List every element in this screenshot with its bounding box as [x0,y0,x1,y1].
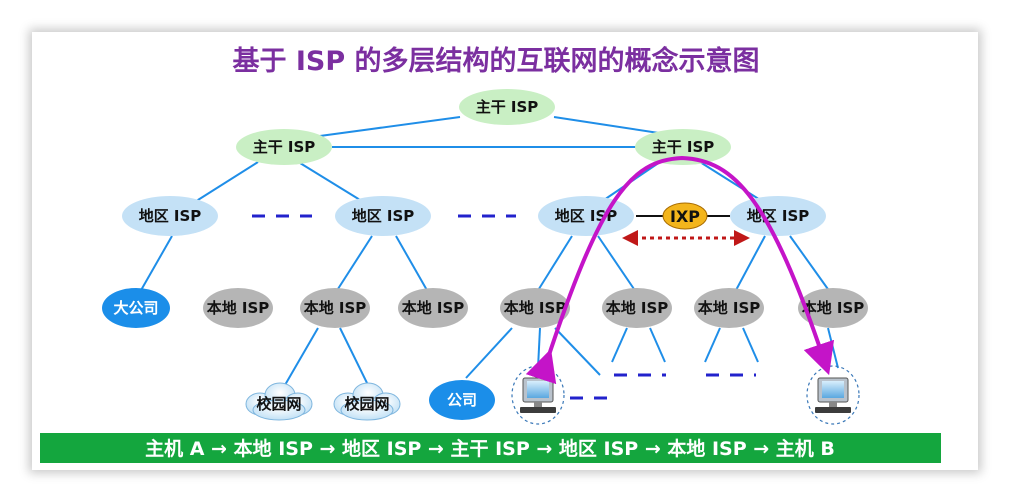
local-isp-6-label: 本地 ISP [698,299,761,317]
local-isp-4-label: 本地 ISP [504,299,567,317]
diagram-title: 基于 ISP 的多层结构的互联网的概念示意图 [232,45,759,77]
local-isp-7-label: 本地 ISP [802,299,865,317]
local-isp-1-label: 本地 ISP [207,299,270,317]
region-isp-3[interactable]: 地区 ISP [538,196,634,236]
local-isp-1[interactable]: 本地 ISP [203,288,273,328]
host-b[interactable] [806,365,860,425]
cloud-icon [333,382,401,421]
cloud-icon [245,382,313,421]
company-label: 公司 [447,391,477,409]
local-isp-2[interactable]: 本地 ISP [300,288,370,328]
backbone-isp-top-label: 主干 ISP [476,98,539,116]
campus-network-1[interactable]: 校园网 [245,382,313,421]
route-bar: 主机 A → 本地 ISP → 地区 ISP → 主干 ISP → 地区 ISP… [40,433,941,463]
ixp-label: IXP [670,207,700,226]
company-node[interactable]: 公司 [429,380,495,420]
ixp-peering-arrow [622,230,750,246]
route-arc [525,155,835,385]
local-isp-4[interactable]: 本地 ISP [500,288,570,328]
region-isp-1-label: 地区 ISP [139,207,202,225]
region-isp-4-label: 地区 ISP [747,207,810,225]
big-company-node[interactable]: 大公司 [102,288,170,328]
campus-network-1-label: 校园网 [256,395,301,413]
backbone-isp-left[interactable]: 主干 ISP [236,129,332,165]
local-isp-5-label: 本地 ISP [606,299,669,317]
backbone-isp-right-label: 主干 ISP [652,138,715,156]
local-isp-7[interactable]: 本地 ISP [798,288,868,328]
backbone-isp-right[interactable]: 主干 ISP [635,129,731,165]
campus-network-2-label: 校园网 [344,395,389,413]
region-isp-1[interactable]: 地区 ISP [122,196,218,236]
backbone-isp-left-label: 主干 ISP [253,138,316,156]
local-isp-2-label: 本地 ISP [304,299,367,317]
route-text: 主机 A → 本地 ISP → 地区 ISP → 主干 ISP → 地区 ISP… [145,437,835,460]
local-isp-5[interactable]: 本地 ISP [602,288,672,328]
host-a[interactable] [511,365,565,425]
backbone-isp-top[interactable]: 主干 ISP [459,89,555,125]
region-isp-4[interactable]: 地区 ISP [730,196,826,236]
campus-network-2[interactable]: 校园网 [333,382,401,421]
ixp-node[interactable]: IXP [662,202,708,230]
big-company-label: 大公司 [113,299,158,317]
computer-icon [815,377,851,413]
computer-icon [520,377,556,413]
local-isp-3[interactable]: 本地 ISP [398,288,468,328]
local-isp-3-label: 本地 ISP [402,299,465,317]
region-isp-2-label: 地区 ISP [352,207,415,225]
region-isp-2[interactable]: 地区 ISP [335,196,431,236]
local-isp-6[interactable]: 本地 ISP [694,288,764,328]
